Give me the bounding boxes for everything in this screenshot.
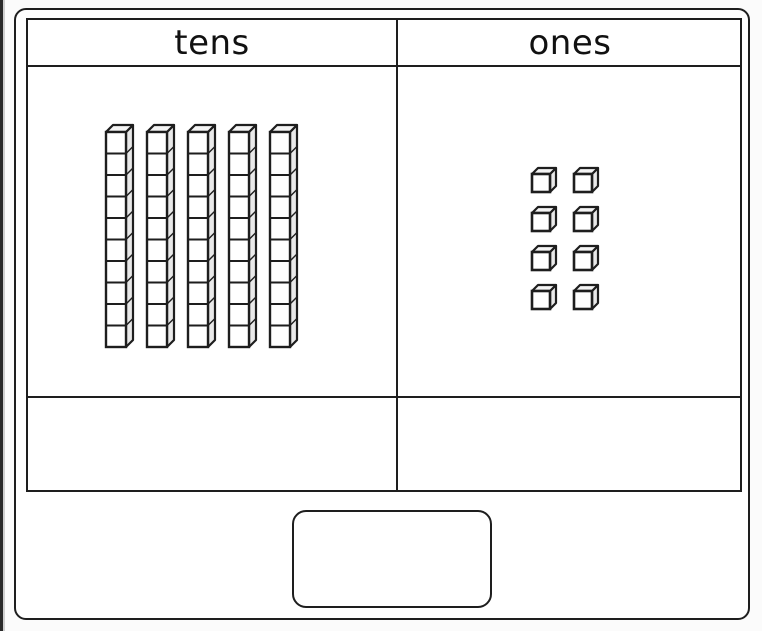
place-value-chart: tens ones — [26, 18, 742, 492]
worksheet-card: tens ones — [14, 8, 750, 620]
unit-cube — [574, 168, 598, 192]
ones-answer-cell[interactable] — [398, 398, 742, 490]
unit-cube — [574, 285, 598, 309]
unit-cube — [532, 246, 556, 270]
ten-rod — [270, 125, 297, 347]
total-answer-box[interactable] — [292, 510, 492, 608]
tens-answer-cell[interactable] — [28, 398, 396, 490]
ten-rod — [188, 125, 215, 347]
unit-cube — [532, 168, 556, 192]
tens-header: tens — [28, 20, 396, 65]
unit-cube — [532, 207, 556, 231]
ten-rod — [106, 125, 133, 347]
unit-cube — [574, 246, 598, 270]
base-ten-blocks — [28, 67, 742, 396]
unit-cube — [574, 207, 598, 231]
unit-cube — [532, 285, 556, 309]
page-edge — [0, 0, 8, 631]
ones-header: ones — [398, 20, 742, 65]
ten-rod — [229, 125, 256, 347]
ten-rod — [147, 125, 174, 347]
